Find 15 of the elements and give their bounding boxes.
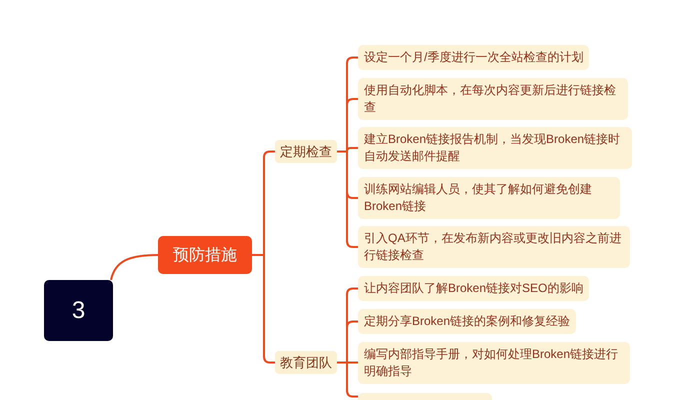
subtopic-box: 教育团队 xyxy=(275,351,337,374)
topic-box xyxy=(358,393,492,400)
topic-box: 使用自动化脚本，在每次内容更新后进行链接检查 xyxy=(358,78,628,120)
topic-box: 引入QA环节，在发布新内容或更改旧内容之前进行链接检查 xyxy=(358,226,630,268)
subtopic-box: 定期检查 xyxy=(275,140,337,163)
topic-box: 让内容团队了解Broken链接对SEO的影响 xyxy=(358,276,590,301)
topic-box: 定期分享Broken链接的案例和修复经验 xyxy=(358,309,576,334)
connector-line xyxy=(252,254,275,364)
topic-box: 设定一个月/季度进行一次全站检查的计划 xyxy=(358,45,590,70)
topic-box: 训练网站编辑人员，使其了解如何避免创建Broken链接 xyxy=(358,177,620,219)
topic-box: 建立Broken链接报告机制，当发现Broken链接时自动发送邮件提醒 xyxy=(358,127,632,169)
connector-line xyxy=(110,254,158,280)
topic-box: 编写内部指导手册，对如何处理Broken链接进行明确指导 xyxy=(358,342,630,384)
main-topic-box: 预防措施 xyxy=(158,236,252,274)
number-box: 3 xyxy=(44,280,113,341)
